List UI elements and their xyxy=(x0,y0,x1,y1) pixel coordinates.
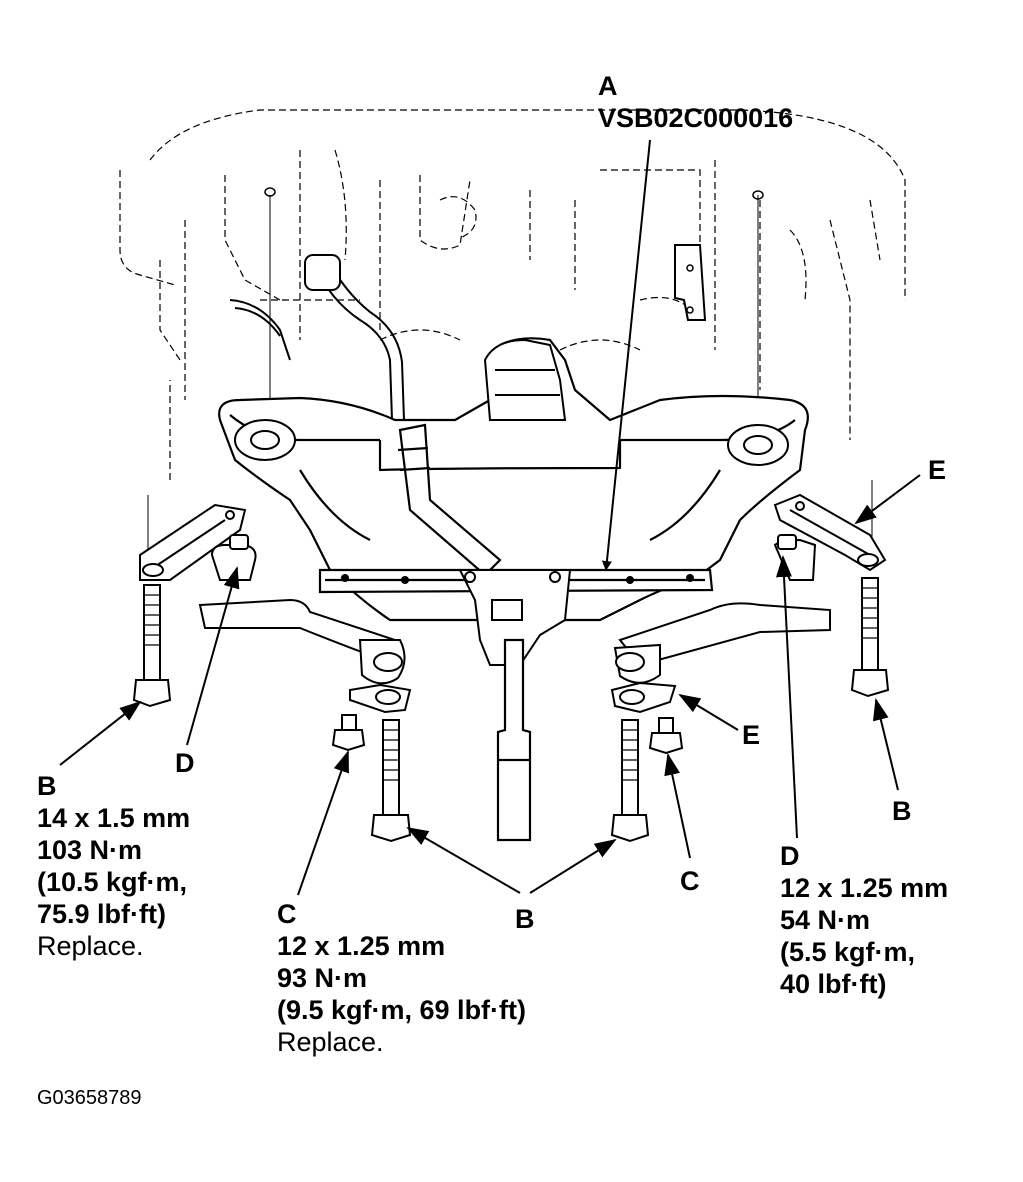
callout-c-left-size: 12 x 1.25 mm xyxy=(277,931,446,961)
callout-c-left-torque-alt: (9.5 kgf·m, 69 lbf·ft) xyxy=(277,995,527,1025)
callout-c-left-torque: 93 N·m xyxy=(277,963,368,993)
part-a-label: A VSB02C000016 xyxy=(598,70,793,134)
part-a-letter: A xyxy=(598,71,618,101)
callout-d-right-letter: D xyxy=(780,841,800,871)
arrow-c-left xyxy=(297,750,349,896)
letter-d-left: D xyxy=(175,748,195,778)
stiffener-arm xyxy=(397,423,502,577)
callout-c-left-note: Replace. xyxy=(277,1027,384,1057)
subframe-mount-bosses xyxy=(234,419,789,466)
stop-plate-lower xyxy=(349,681,677,714)
callout-b-left-letter: B xyxy=(37,771,57,801)
stop-plate-right xyxy=(773,493,887,572)
arrow-d-right xyxy=(776,555,798,839)
arrow-b-left xyxy=(59,700,142,766)
callout-d-right-torque-alt-2: 40 lbf·ft) xyxy=(780,969,887,999)
arrow-e-center xyxy=(678,693,739,731)
callout-d-right-torque: 54 N·m xyxy=(780,905,871,935)
crossmember-bolts xyxy=(341,574,694,584)
stop-plate-left xyxy=(139,503,247,581)
callout-d-right: D 12 x 1.25 mm 54 N·m (5.5 kgf·m, 40 lbf… xyxy=(780,840,948,1000)
d-bushings xyxy=(210,534,817,581)
callout-d-right-torque-alt-1: (5.5 kgf·m, xyxy=(780,937,916,967)
callout-b-left-torque: 103 N·m xyxy=(37,835,143,865)
letter-e-center: E xyxy=(742,720,761,750)
hose-fitting xyxy=(304,254,341,291)
propeller-shaft xyxy=(496,638,532,842)
letter-e-top-right: E xyxy=(928,455,947,485)
callout-c-left: C 12 x 1.25 mm 93 N·m (9.5 kgf·m, 69 lbf… xyxy=(277,898,526,1058)
letter-b-center: B xyxy=(515,904,535,934)
callout-c-left-letter: C xyxy=(277,899,297,929)
bracket-right xyxy=(674,244,707,321)
arrow-b-center-left xyxy=(406,826,521,894)
arrow-b-right xyxy=(872,698,899,791)
letter-b-right: B xyxy=(892,796,912,826)
arrow-b-center-right xyxy=(529,838,617,894)
leader-arrows xyxy=(59,139,921,896)
part-a-number: VSB02C000016 xyxy=(598,103,794,133)
callout-b-left-size: 14 x 1.5 mm xyxy=(37,803,191,833)
arrow-d-left xyxy=(186,566,240,746)
callout-d-right-size: 12 x 1.25 mm xyxy=(780,873,949,903)
callout-b-left: B 14 x 1.5 mm 103 N·m (10.5 kgf·m, 75.9 … xyxy=(37,770,190,962)
callout-b-left-torque-alt-2: 75.9 lbf·ft) xyxy=(37,899,167,929)
long-bolts xyxy=(132,577,890,843)
callout-b-left-torque-alt-1: (10.5 kgf·m, xyxy=(37,867,188,897)
arrow-c-right xyxy=(664,753,691,859)
lower-arms xyxy=(198,598,831,685)
lower-mount-holes xyxy=(373,652,645,672)
letter-c-right: C xyxy=(680,866,700,896)
bolt-threads xyxy=(144,587,878,781)
short-bolts xyxy=(331,714,684,755)
arrow-e-top-right xyxy=(854,474,921,525)
arrow-a xyxy=(601,139,651,571)
top-mount-holes xyxy=(264,187,764,200)
figure-code: G03658789 xyxy=(37,1087,142,1109)
steering-gearbox xyxy=(483,338,567,421)
callout-b-left-note: Replace. xyxy=(37,931,144,961)
engine-compartment-outline xyxy=(119,109,906,480)
